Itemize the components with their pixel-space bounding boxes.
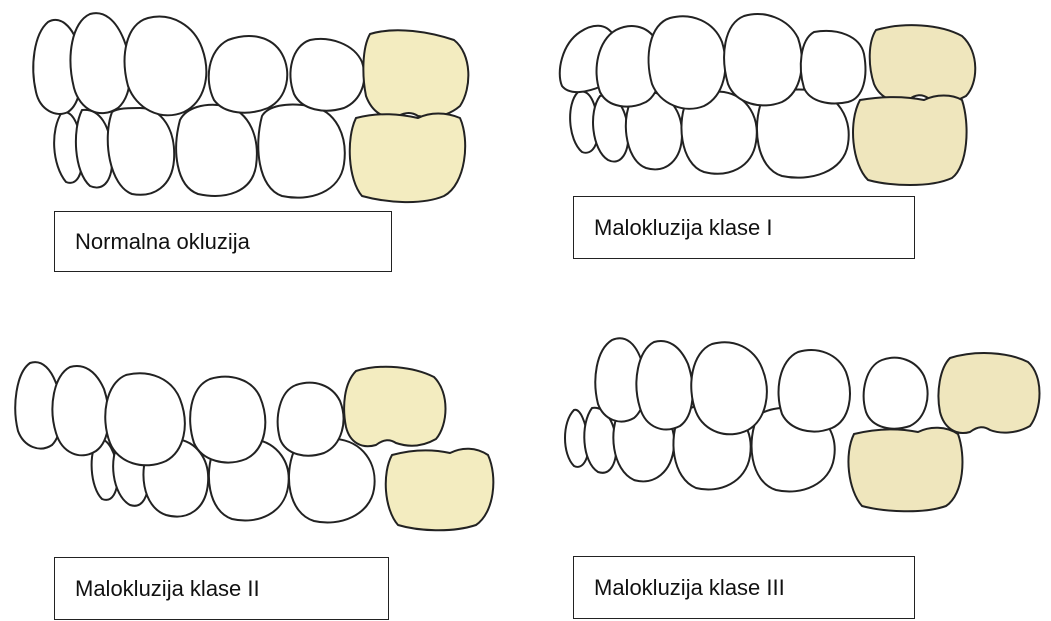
class2-malocclusion-diagram bbox=[0, 355, 520, 545]
upper-tooth bbox=[209, 36, 288, 113]
upper-tooth bbox=[190, 377, 265, 463]
class1-malocclusion-diagram bbox=[548, 0, 988, 200]
upper-first-molar bbox=[344, 367, 445, 446]
upper-tooth bbox=[779, 350, 850, 431]
normal-occlusion-diagram bbox=[0, 0, 520, 210]
lower-first-molar bbox=[386, 449, 494, 531]
first-molars bbox=[350, 30, 469, 202]
upper-first-molar bbox=[938, 353, 1039, 433]
class3-malocclusion-label: Malokluzija klase III bbox=[573, 556, 915, 619]
lower-first-molar bbox=[350, 114, 465, 203]
upper-tooth bbox=[52, 366, 108, 455]
upper-tooth bbox=[649, 16, 726, 108]
lower-first-molar bbox=[848, 428, 962, 512]
upper-tooth bbox=[291, 39, 365, 111]
lower-tooth bbox=[108, 108, 174, 195]
lower-tooth bbox=[258, 104, 344, 197]
upper-tooth bbox=[691, 342, 767, 434]
class2-malocclusion-label: Malokluzija klase II bbox=[54, 557, 389, 620]
lower-first-molar bbox=[853, 96, 967, 186]
upper-tooth bbox=[636, 341, 692, 429]
upper-tooth bbox=[801, 31, 866, 103]
upper-tooth bbox=[125, 17, 207, 116]
lower-tooth bbox=[176, 105, 257, 196]
upper-first-molar bbox=[363, 30, 468, 117]
first-molars bbox=[853, 25, 975, 185]
upper-tooth bbox=[105, 373, 185, 465]
upper-teeth bbox=[560, 14, 866, 109]
class1-malocclusion-label: Malokluzija klase I bbox=[573, 196, 915, 259]
upper-teeth bbox=[33, 13, 364, 115]
upper-first-molar bbox=[870, 25, 976, 101]
lower-tooth bbox=[76, 110, 112, 188]
upper-tooth bbox=[71, 13, 131, 113]
class3-malocclusion-diagram bbox=[548, 330, 1051, 510]
upper-tooth bbox=[278, 383, 344, 456]
normal-occlusion-label: Normalna okluzija bbox=[54, 211, 392, 272]
upper-tooth bbox=[724, 14, 802, 105]
upper-tooth bbox=[864, 358, 928, 429]
lower-teeth bbox=[54, 104, 345, 197]
